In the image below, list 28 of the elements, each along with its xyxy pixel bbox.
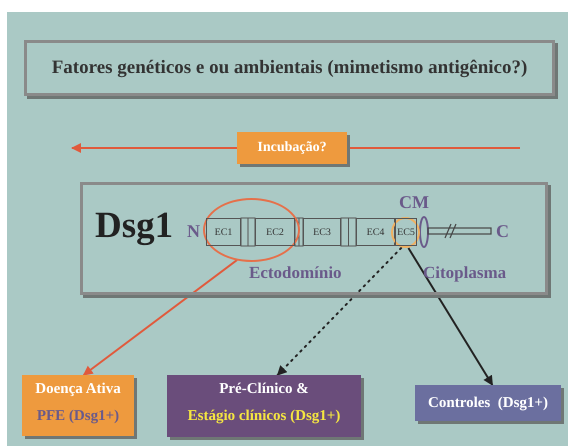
domain-box: EC3 [303, 218, 341, 246]
terminus-label: C [496, 221, 509, 242]
region-label: Ectodomínio [249, 263, 342, 283]
connector-line [347, 147, 520, 149]
domain-box: EC4 [356, 218, 395, 246]
arrow [276, 247, 402, 376]
domain-box: EC2 [255, 218, 295, 246]
group-title: Pré-Clínico & [218, 381, 310, 398]
heading-box: Fatores genéticos e ou ambientais (mimetismo antigênico?) [24, 40, 555, 96]
highlight-ellipse [203, 198, 300, 262]
arrow [408, 247, 494, 386]
arrow [82, 259, 238, 376]
membrane-label: CM [399, 192, 429, 213]
domain-box: EC5 [395, 218, 417, 246]
protein-panel [80, 182, 548, 295]
highlight-circle [391, 217, 420, 248]
group-title: Doença Ativa [34, 381, 122, 398]
region-label: Citoplasma [423, 263, 506, 283]
protein-name: Dsg1 [95, 204, 174, 247]
label-box: Incubação? [237, 132, 347, 164]
group-box [167, 375, 361, 437]
group-subtitle: PFE (Dsg1+) [36, 408, 120, 425]
group-subtitle: Estágio clínicos (Dsg1+) [186, 408, 342, 425]
terminus-label: N [187, 221, 200, 242]
domain-box: EC1 [206, 218, 241, 246]
group-box [22, 375, 134, 436]
group-box: Controles (Dsg1+) [415, 385, 561, 421]
arrow [71, 143, 237, 153]
